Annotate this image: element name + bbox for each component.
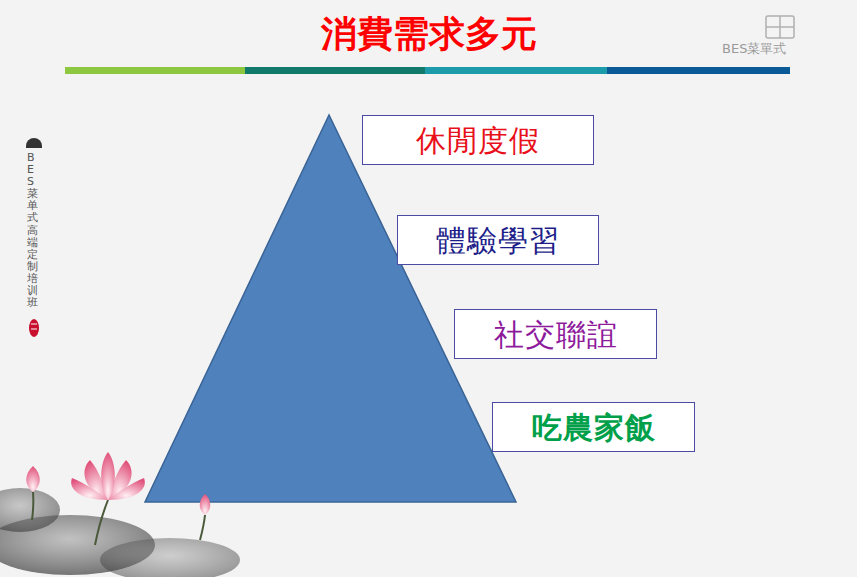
text-box: 吃農家飯	[492, 402, 695, 452]
logo-text: BES菜單式	[722, 40, 786, 58]
title-bar	[65, 67, 790, 74]
box-label: 體驗學習	[436, 224, 560, 257]
logo-icon	[766, 16, 794, 38]
vertical-caption: BES菜单式高端定制培训班	[27, 152, 38, 309]
box-label: 休閒度假	[416, 124, 540, 157]
side-icon	[26, 138, 42, 337]
text-box: 體驗學習	[397, 215, 599, 265]
text-box: 社交聯誼	[454, 309, 657, 359]
text-box: 休閒度假	[362, 115, 594, 165]
box-label: 社交聯誼	[494, 318, 618, 351]
lotus-illustration	[0, 452, 240, 577]
box-label: 吃農家飯	[532, 411, 656, 444]
